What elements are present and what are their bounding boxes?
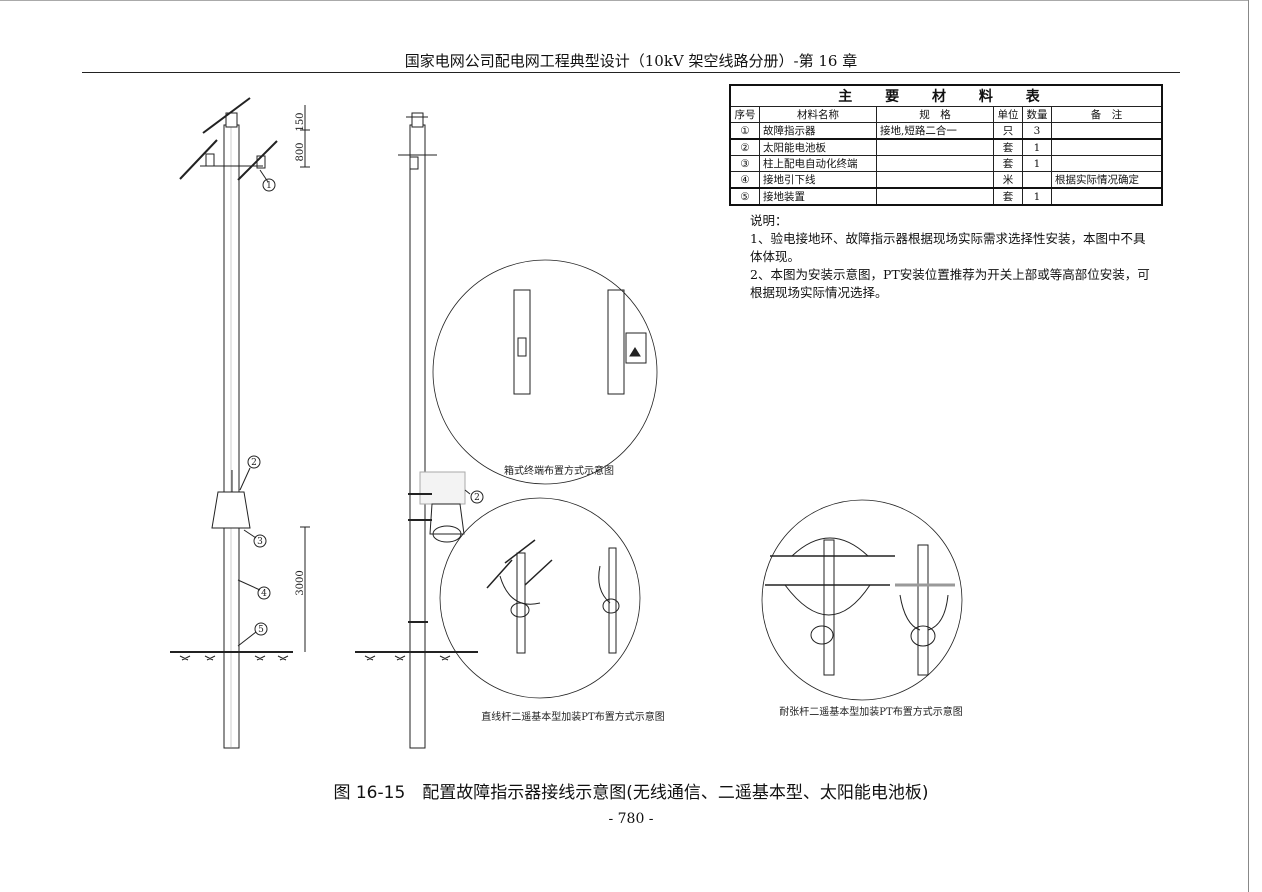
page-border-right [1248, 0, 1249, 892]
cell-spec: 接地,短路二合一 [876, 122, 994, 140]
cell-qty: 1 [1022, 138, 1052, 156]
note-item: 2、本图为安装示意图，PT安装位置推荐为开关上部或等高部位安装，可根据现场实际情… [750, 267, 1150, 300]
dimension-label: 3000 [295, 570, 306, 595]
detail-box-terminal [432, 259, 658, 485]
running-header: 国家电网公司配电网工程典型设计（10kV 架空线路分册）-第 16 章 [404, 52, 858, 70]
header-rule [82, 72, 1180, 73]
cell-unit: 套 [993, 155, 1023, 172]
table-row: ② 太阳能电池板 套 1 [729, 138, 1163, 156]
cell-name: 接地装置 [759, 187, 877, 206]
pole-front-view [170, 97, 310, 749]
cell-note [1051, 187, 1163, 206]
notes: 说明： 1、验电接地环、故障指示器根据现场实际需求选择性安装，本图中不具体体现。… [750, 212, 1150, 302]
table-row: ③ 柱上配电自动化终端 套 1 [729, 155, 1163, 172]
dimension-label: 150 [295, 112, 306, 131]
detail-caption: 箱式终端布置方式示意图 [504, 464, 614, 477]
col-header: 数量 [1022, 106, 1052, 123]
table-row: ⑤ 接地装置 套 1 [729, 187, 1163, 206]
dimension-label: 800 [295, 142, 306, 161]
callout-label: 3 [257, 537, 263, 547]
callout-label: 2 [474, 493, 480, 503]
callout-label: 1 [266, 181, 272, 191]
notes-heading: 说明： [750, 213, 788, 228]
col-header: 单位 [993, 106, 1023, 123]
page-border-top [0, 0, 1249, 1]
callout-label: 2 [251, 458, 257, 468]
detail-caption: 耐张杆二遥基本型加装PT布置方式示意图 [779, 705, 962, 718]
pole-side-view [355, 112, 484, 749]
col-header: 规 格 [876, 106, 994, 123]
cell-qty: 1 [1022, 155, 1052, 172]
detail-tension-pole [761, 499, 963, 701]
table-header-row: 序号 材料名称 规 格 单位 数量 备 注 [729, 106, 1163, 123]
callout-label: 5 [258, 625, 264, 635]
detail-straight-pole [439, 497, 641, 699]
table-title: 主 要 材 料 表 [729, 84, 1163, 107]
col-header: 备 注 [1051, 106, 1163, 123]
page-number: - 780 - [608, 811, 654, 827]
callout-label: 4 [261, 589, 267, 599]
cell-no: ③ [729, 155, 760, 172]
materials-table: 主 要 材 料 表 序号 材料名称 规 格 单位 数量 备 注 ① 故障指示器 … [729, 84, 1163, 206]
cell-qty: 1 [1022, 187, 1052, 206]
cell-note [1051, 155, 1163, 172]
detail-caption: 直线杆二遥基本型加装PT布置方式示意图 [481, 710, 664, 723]
figure-caption: 图 16-15 配置故障指示器接线示意图(无线通信、二遥基本型、太阳能电池板) [333, 783, 929, 803]
col-header: 序号 [729, 106, 760, 123]
note-item: 1、验电接地环、故障指示器根据现场实际需求选择性安装，本图中不具体体现。 [750, 231, 1146, 264]
cell-no: ⑤ [729, 187, 760, 206]
